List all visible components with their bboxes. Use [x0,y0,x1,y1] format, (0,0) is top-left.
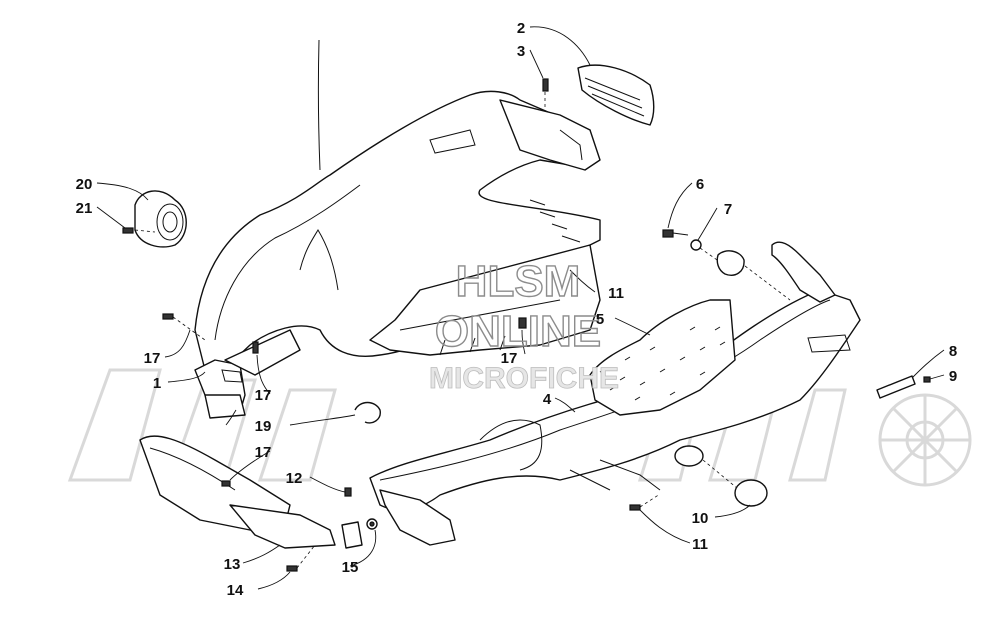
callout-6: 6 [696,176,704,193]
callout-12: 11 [608,285,624,302]
callout-3: 3 [517,43,525,60]
callout-17-center: 17 [501,350,518,367]
clip-13 [344,487,352,497]
leader-lines [96,26,945,590]
fender-piece [771,241,836,303]
callout-19: 20 [76,176,93,193]
cap-10 [674,445,768,507]
screw-11 [629,493,661,511]
watermark-line-3: MICROFICHE [429,362,619,395]
callout-8: 8 [949,343,957,360]
callout-14: 13 [224,556,241,573]
bracket-21 [204,394,246,419]
washer-7 [690,239,791,301]
callout-7: 7 [724,201,732,218]
vent-housing [499,99,601,171]
nut-16 [341,518,378,549]
callout-17-mid: 17 [255,387,272,404]
bolt-6 [662,229,689,238]
watermark-line-1: HLSM [456,257,581,306]
callout-1: 1 [153,375,161,392]
nose-piece-14 [139,435,336,549]
callout-16: 15 [342,559,359,576]
callout-18: 19 [255,418,272,435]
watermark: HLSM ONLINE MICROFICHE [429,256,620,395]
watermark-line-2: ONLINE [435,307,601,356]
hood-panel [194,39,601,371]
plate-8 [876,375,916,399]
callout-11: 11 [692,536,708,553]
boot-19 [134,190,187,248]
inner-panel [369,244,601,356]
vent-grille [577,64,655,126]
callout-numbers: 2 3 20 21 17 1 17 19 17 12 13 14 15 17 1… [76,20,958,599]
callout-9: 9 [949,368,957,385]
clip-ring-18 [354,401,381,424]
screw-3 [542,78,549,125]
callout-15: 14 [227,582,244,599]
callout-20: 21 [76,200,93,217]
screw-20 [122,227,156,234]
screws-nose [221,480,316,572]
callout-5: 5 [596,311,604,328]
screw-17-center [518,317,527,329]
callout-4: 4 [543,391,552,408]
callout-17-left: 17 [144,350,161,367]
callout-10: 10 [692,510,709,527]
callout-13: 12 [286,470,303,487]
callout-2: 2 [517,20,525,37]
callout-17-lower: 17 [255,444,272,461]
screw-9 [923,376,931,383]
foam-pad-5 [589,299,736,416]
screw-17-left [162,313,259,354]
